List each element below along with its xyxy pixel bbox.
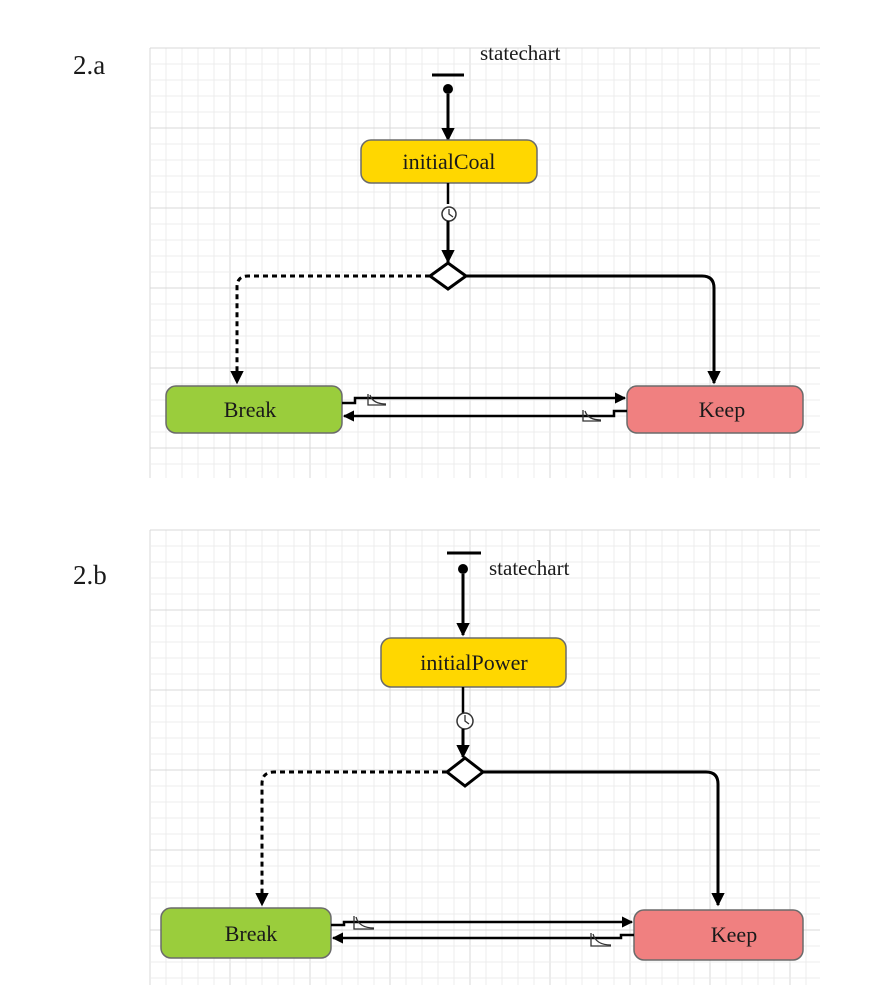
rate-trigger-icon: [582, 410, 602, 422]
condition-branch-arrow-a: [466, 274, 721, 385]
state-initialPower[interactable]: initialPower: [380, 637, 567, 688]
keep-to-break-arrow-a: [342, 409, 627, 422]
rate-trigger-icon: [353, 916, 375, 930]
statechart-label-b: statechart: [489, 556, 570, 580]
state-label-break-b: Break: [225, 921, 278, 946]
state-initialCoal[interactable]: initialCoal: [360, 139, 538, 184]
rate-trigger-icon: [367, 394, 387, 406]
panel-label-a: 2.a: [73, 50, 106, 80]
state-keep-a[interactable]: Keep: [626, 385, 804, 434]
default-branch-arrow-b: [255, 770, 447, 907]
timer-icon: [456, 712, 474, 730]
state-label-initialCoal: initialCoal: [403, 149, 496, 174]
rate-trigger-icon: [590, 933, 612, 947]
keep-to-break-arrow-b: [331, 932, 634, 944]
state-break-a[interactable]: Break: [165, 385, 343, 434]
entry-point-a: [443, 84, 453, 94]
default-branch-arrow-a: [230, 274, 430, 385]
break-to-keep-arrow-b: [331, 916, 634, 928]
state-label-keep-b: Keep: [711, 922, 757, 947]
branch-diamond-b[interactable]: [444, 756, 486, 788]
state-keep-b[interactable]: Keep: [633, 909, 804, 961]
state-break-b[interactable]: Break: [160, 907, 332, 959]
state-label-initialPower: initialPower: [420, 650, 528, 675]
panel-label-b: 2.b: [73, 560, 107, 590]
entry-point-b: [458, 564, 468, 574]
condition-branch-arrow-b: [483, 770, 725, 907]
timer-icon: [441, 206, 457, 222]
state-label-keep-a: Keep: [699, 397, 745, 422]
state-label-break-a: Break: [224, 397, 277, 422]
panel-a: statechart initialCoal Break Keep: [149, 41, 820, 478]
break-to-keep-arrow-a: [342, 392, 627, 405]
branch-diamond-a[interactable]: [427, 261, 469, 291]
panel-b: statechart initialPower Break Keep: [149, 529, 820, 985]
statechart-label-a: statechart: [480, 41, 561, 65]
